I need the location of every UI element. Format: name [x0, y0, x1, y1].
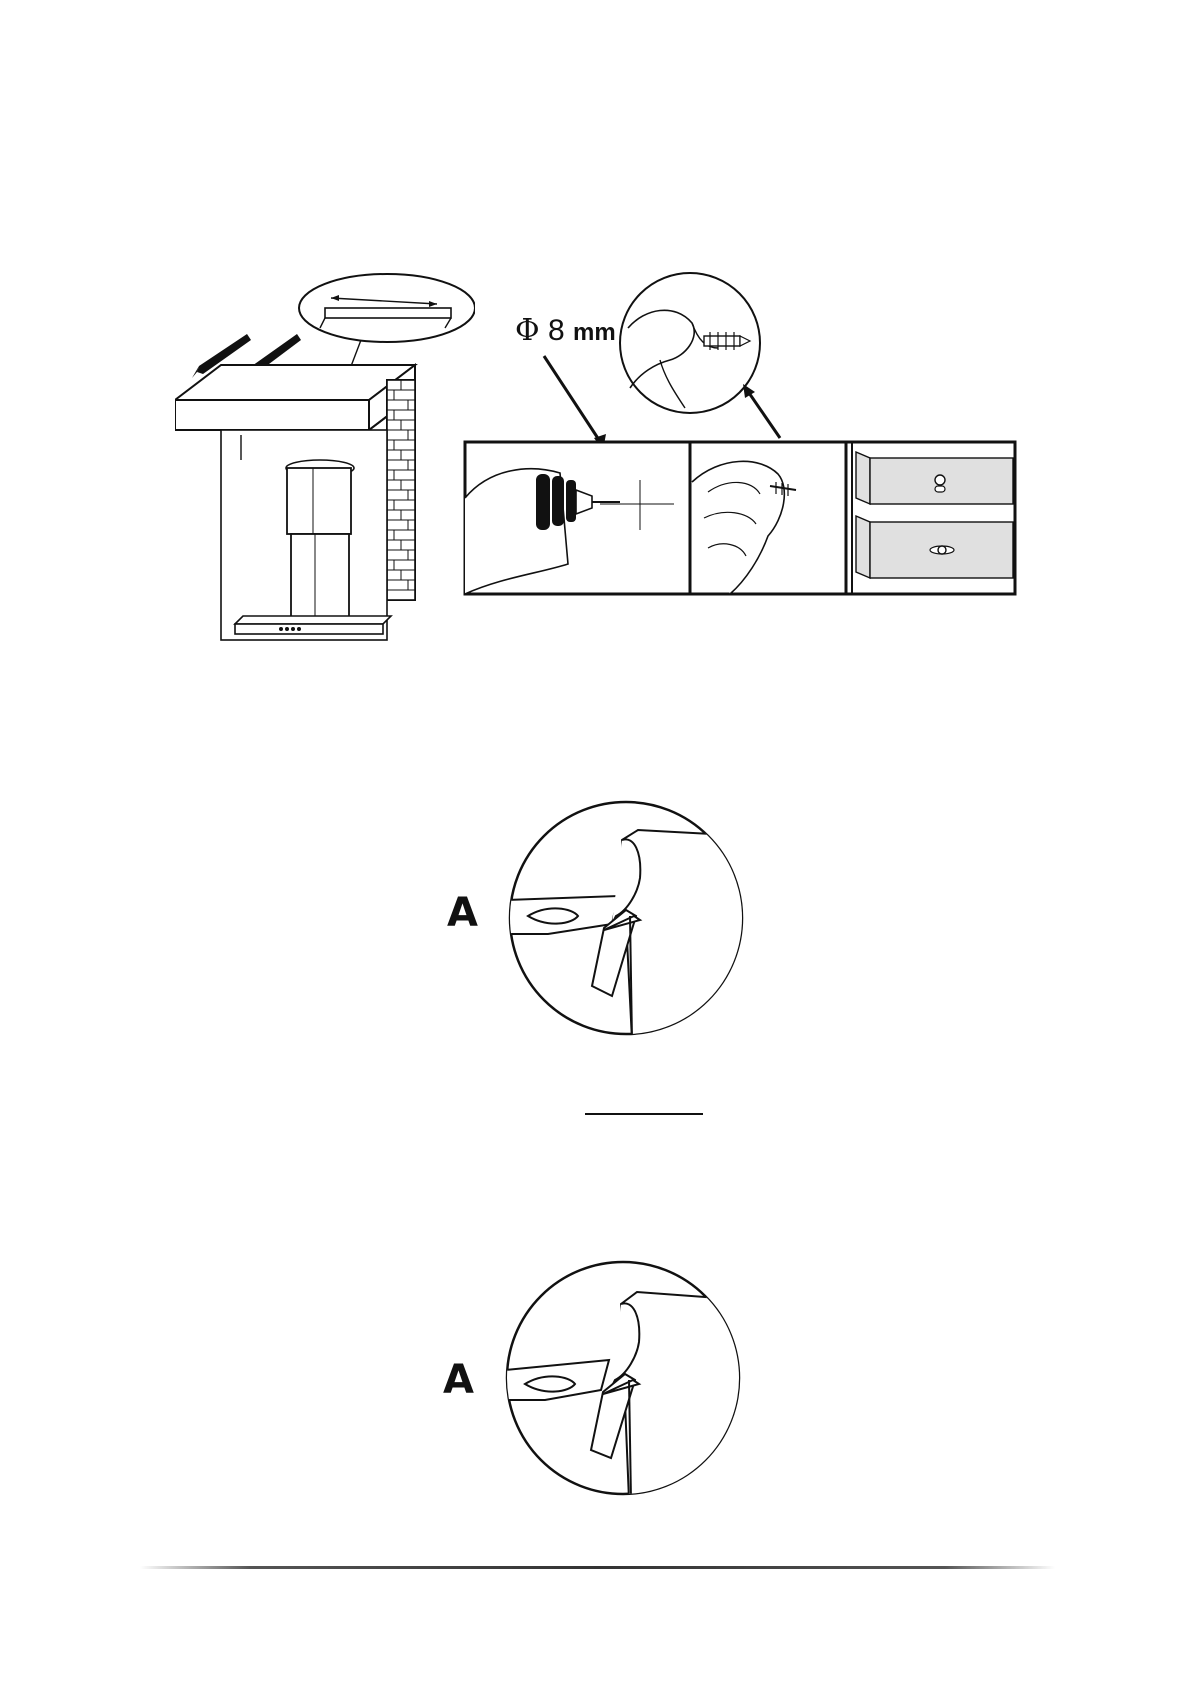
separator-line	[585, 1113, 703, 1115]
footer-rule	[140, 1566, 1055, 1569]
drilling-steps-illustration	[460, 268, 1020, 598]
callout-letter-a: A	[447, 890, 478, 936]
hood-canopy	[235, 616, 391, 634]
hood-installation-illustration	[175, 270, 475, 650]
cabinet	[175, 365, 415, 430]
chimney-bracket-detail	[508, 800, 748, 1040]
anchor-detail-callout	[620, 273, 760, 413]
chimney	[287, 468, 351, 618]
callout-letter-a-bottom: A	[443, 1357, 474, 1403]
chimney-bracket-detail-bottom	[505, 1260, 745, 1500]
